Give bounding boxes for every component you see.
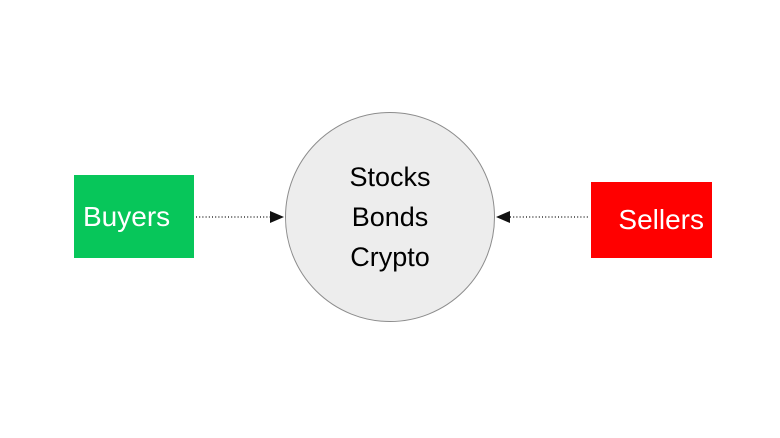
edge-buyers-to-market <box>196 211 284 223</box>
node-sellers-label: Sellers <box>618 204 704 235</box>
node-sellers[interactable]: Sellers <box>591 182 712 258</box>
node-market[interactable]: Stocks Bonds Crypto <box>285 112 495 322</box>
node-buyers-label: Buyers <box>83 200 171 232</box>
node-buyers[interactable]: Buyers <box>74 175 194 258</box>
edge-sellers-to-market <box>496 211 589 223</box>
edge-buyers-arrowhead-icon <box>270 211 284 223</box>
node-market-line-bonds: Bonds <box>351 202 429 232</box>
node-market-line-crypto: Crypto <box>350 242 430 272</box>
node-market-line-stocks: Stocks <box>349 162 431 192</box>
edge-sellers-arrowhead-icon <box>496 211 510 223</box>
